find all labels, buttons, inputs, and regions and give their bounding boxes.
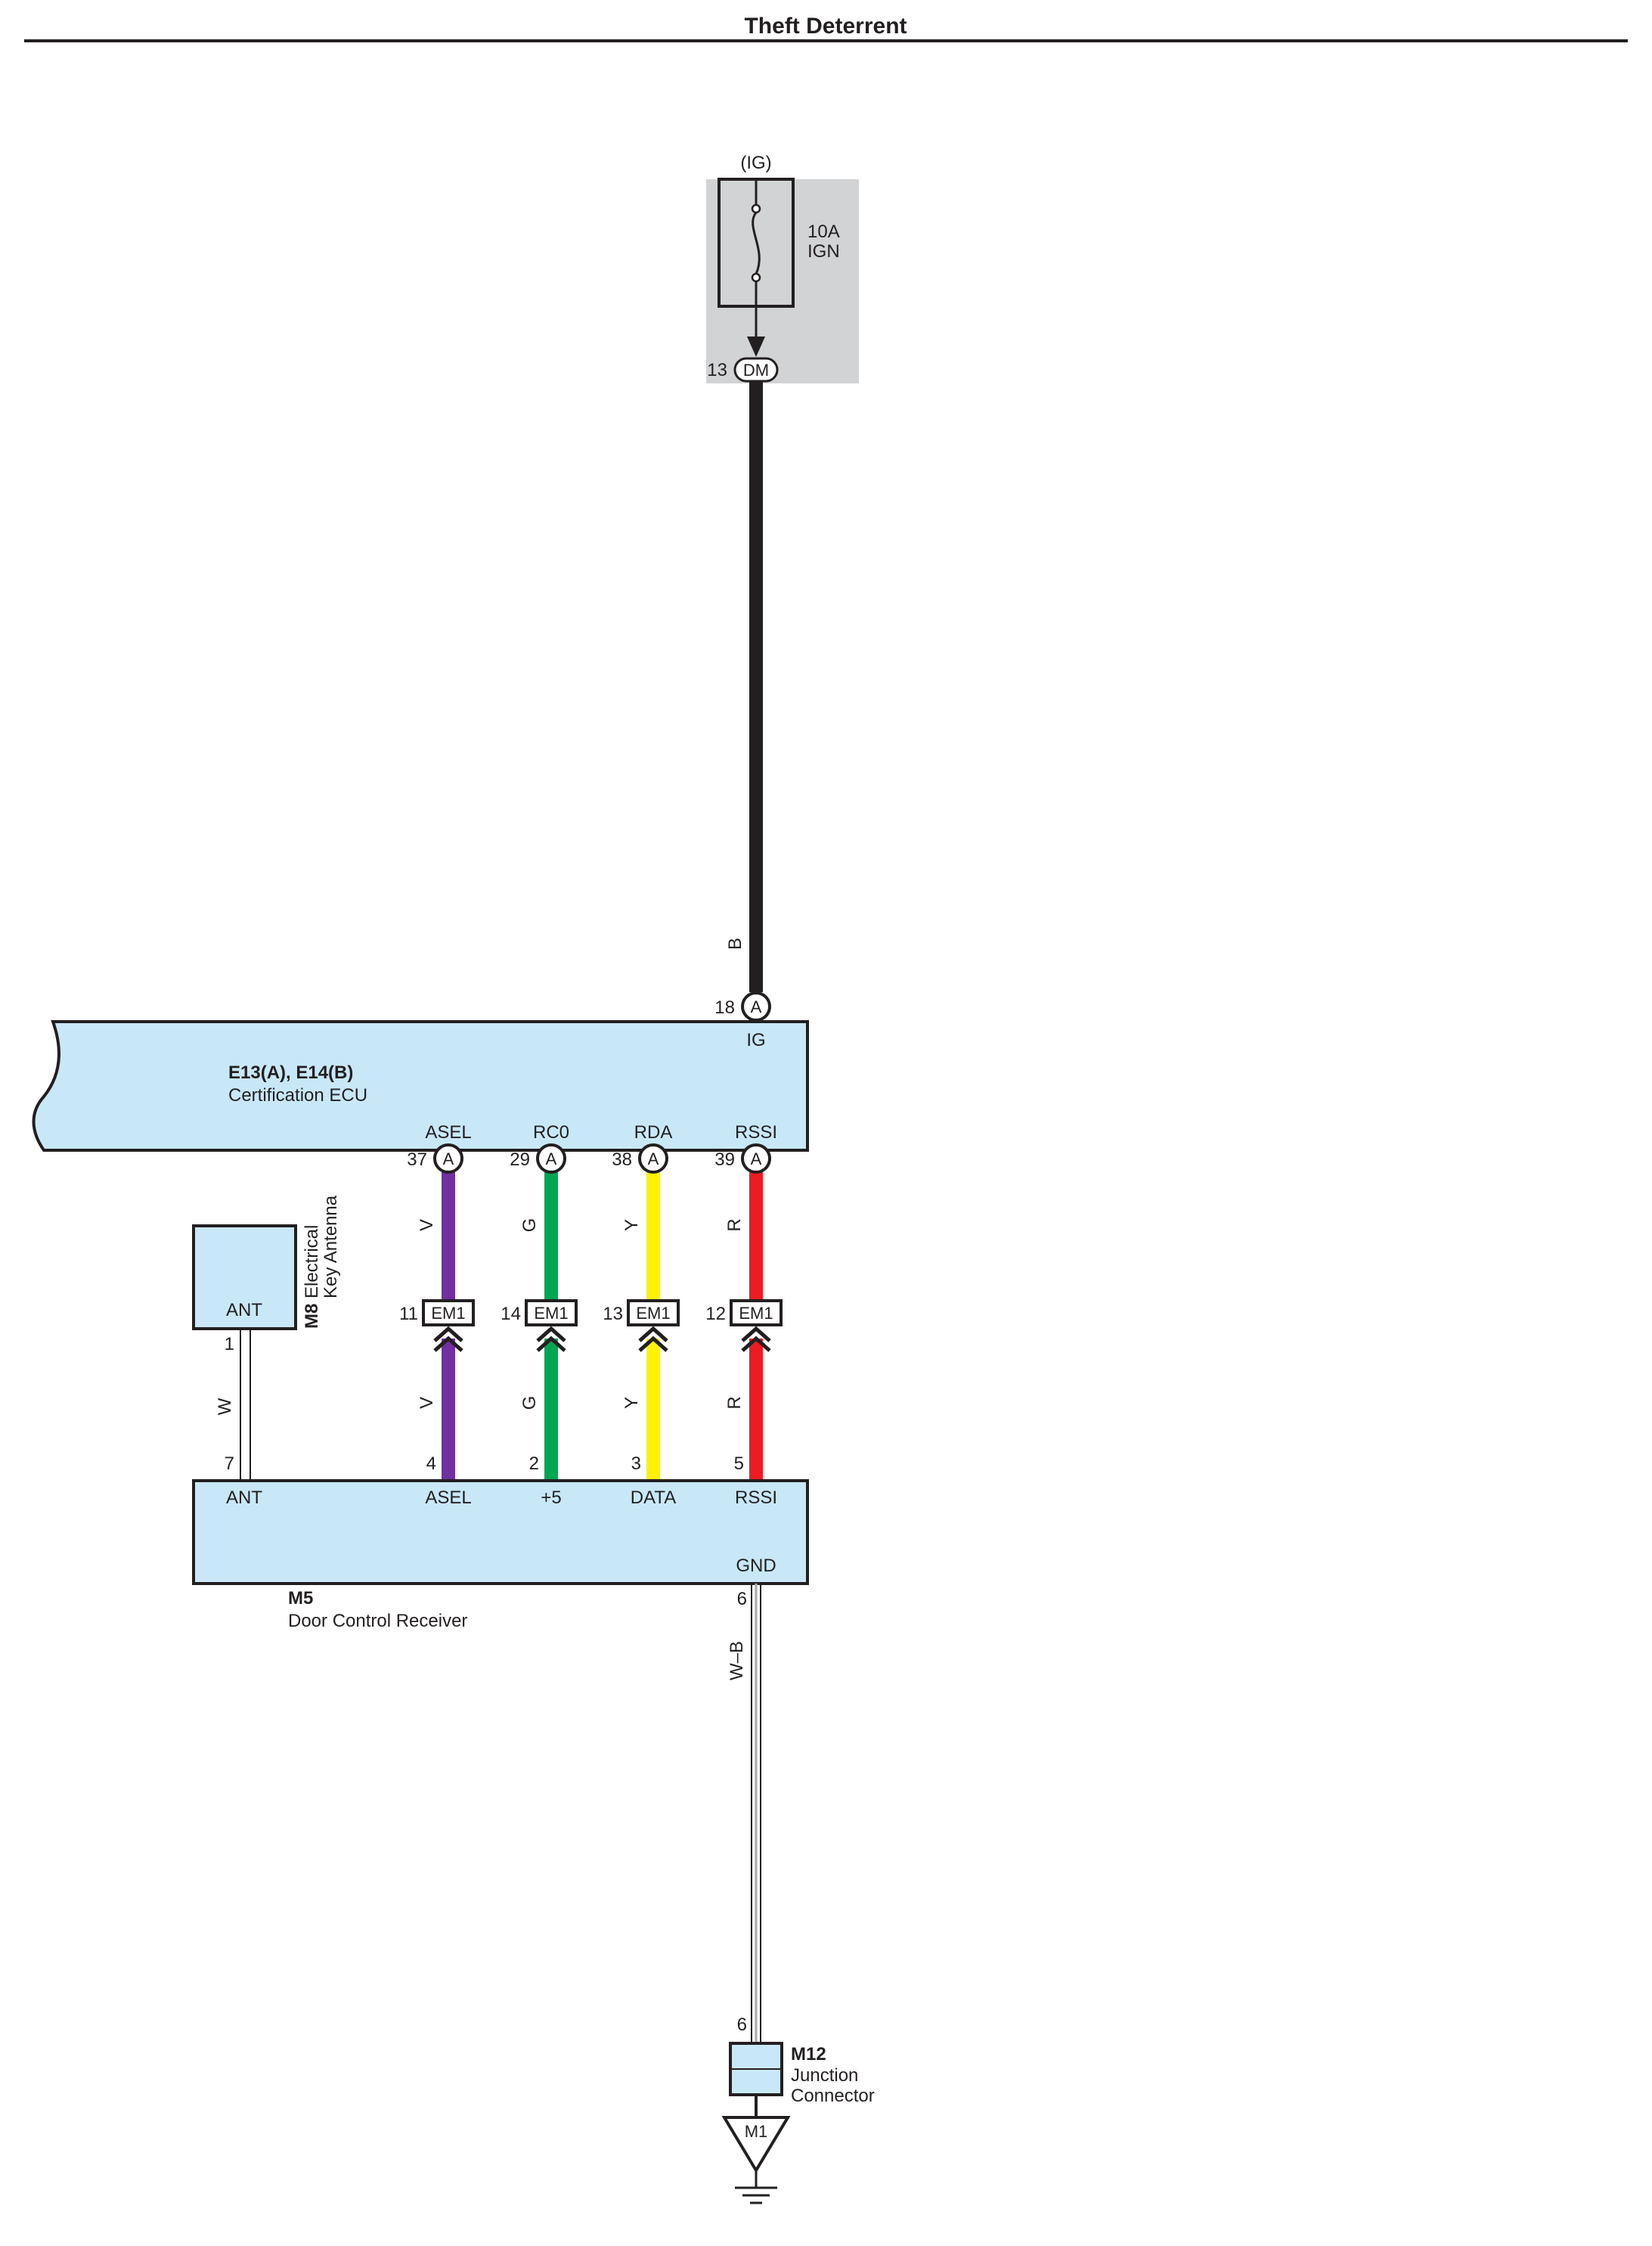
antenna-name-line2: Key Antenna: [321, 1195, 341, 1298]
dm-connector-id: DM: [743, 361, 769, 380]
double-chevron-icon: [741, 1326, 771, 1352]
signal-wire-violet: A 37V V EM1 11 4: [399, 1143, 475, 1481]
receiver-terminal-plus5: +5: [541, 1488, 561, 1508]
ground-triangle-icon: [721, 2116, 791, 2173]
wire-color-code-upper: Y: [621, 1219, 642, 1231]
receiver-pin: 5: [734, 1453, 744, 1474]
gnd-wire-color: W–B: [727, 1641, 747, 1680]
door-control-receiver: ANT ASEL +5 DATA RSSI GND M5 Door Contro…: [192, 1479, 809, 1631]
wire-color-code-lower: R: [724, 1396, 745, 1409]
double-chevron-icon: [536, 1326, 566, 1352]
receiver-pin: 3: [631, 1453, 641, 1474]
fuse-block: (IG) 10A IGN DM 13: [706, 153, 859, 383]
connector-arrow-icon: [747, 337, 765, 357]
receiver-code: M5: [288, 1588, 313, 1608]
antenna-terminal: ANT: [226, 1300, 262, 1320]
em1-connector: [525, 1299, 578, 1326]
junction-connector: M12 Junction Connector: [729, 2042, 875, 2117]
wire-color-code-upper: R: [724, 1218, 745, 1231]
double-chevron-icon: [433, 1326, 463, 1352]
ecu-name: Certification ECU: [228, 1085, 367, 1106]
receiver-body: [192, 1479, 809, 1585]
ecu-connector-id: A: [443, 1149, 454, 1168]
ecu-connector: [536, 1143, 566, 1174]
ecu-terminal-rssi: RSSI: [735, 1122, 777, 1143]
page-title: Theft Deterrent: [744, 14, 907, 39]
ig-connector-id: A: [751, 997, 762, 1016]
ecu-pin: 37: [407, 1149, 427, 1170]
ecu-terminal-asel: ASEL: [425, 1122, 471, 1143]
wire-color-code-lower: G: [519, 1396, 540, 1410]
antenna-body: [192, 1224, 297, 1330]
fuse-rating: 10A: [807, 222, 840, 242]
ecu-connector-id: A: [648, 1149, 659, 1168]
fuse-name: IGN: [807, 241, 840, 262]
em1-pin: 14: [501, 1304, 521, 1324]
wire-color-code-upper: G: [519, 1218, 540, 1233]
gnd-pin-top: 6: [737, 1589, 747, 1609]
junction-name-line1: Junction: [791, 2065, 858, 2086]
ecu-pin: 39: [714, 1149, 735, 1170]
antenna-pin-top: 1: [225, 1334, 234, 1354]
ecu-ig-terminal: IG: [746, 1030, 765, 1050]
antenna-code: M8: [302, 1304, 322, 1329]
em1-connector-id: EM1: [534, 1304, 568, 1323]
signal-wire-red: A 39R R EM1 12 5: [705, 1143, 783, 1481]
em1-connector-id: EM1: [431, 1304, 465, 1323]
em1-connector-id: EM1: [739, 1304, 773, 1323]
junction-pin: 6: [737, 2015, 747, 2035]
junction-code: M12: [791, 2044, 826, 2065]
ecu-terminal-rc0: RC0: [533, 1122, 569, 1143]
junction-name-line2: Connector: [791, 2086, 875, 2106]
signal-wire-green: A 29G G EM1 14 2: [501, 1143, 578, 1481]
receiver-terminal-ant: ANT: [226, 1488, 262, 1508]
ground-wire: 6 W–B 6: [727, 1584, 761, 2043]
em1-pin: 12: [705, 1304, 726, 1324]
dm-connector-pin: 13: [707, 360, 727, 380]
ecu-connector: [433, 1143, 463, 1174]
antenna-pin-bottom: 7: [225, 1453, 234, 1474]
em1-pin: 13: [603, 1304, 623, 1324]
em1-connector-id: EM1: [636, 1304, 670, 1323]
ig-wire-color: B: [725, 938, 745, 950]
em1-connector: [627, 1299, 680, 1326]
double-chevron-icon: [638, 1326, 668, 1352]
em1-connector: [730, 1299, 783, 1326]
ecu-body: [32, 1020, 809, 1152]
electrical-key-antenna: ANT M8 Electrical Key Antenna 1 7 W: [192, 1195, 341, 1481]
receiver-terminal-asel: ASEL: [425, 1488, 471, 1508]
fuse-element-icon: [752, 212, 761, 275]
ecu-code: E13(A), E14(B): [228, 1063, 353, 1083]
ecu-pin: 38: [612, 1149, 632, 1170]
certification-ecu: IG E13(A), E14(B) Certification ECU ASEL…: [32, 1020, 809, 1152]
wire-color-code-lower: V: [417, 1397, 437, 1409]
receiver-pin: 4: [426, 1453, 436, 1474]
receiver-terminal-rssi: RSSI: [735, 1488, 777, 1508]
fuse-box-shading: [706, 179, 859, 383]
receiver-pin: 2: [529, 1453, 539, 1474]
antenna-name-line1: Electrical: [302, 1225, 322, 1298]
ground-point: M1: [721, 2116, 791, 2204]
antenna-wire-color: W: [215, 1398, 235, 1415]
ecu-connector-id: A: [546, 1149, 557, 1168]
receiver-name: Door Control Receiver: [288, 1611, 467, 1631]
signal-wire-yellow: A 38Y Y EM1 13 3: [603, 1143, 680, 1481]
wire-color-code-lower: Y: [621, 1397, 642, 1409]
receiver-terminal-data: DATA: [631, 1488, 676, 1508]
em1-connector: [422, 1299, 475, 1326]
ground-id: M1: [745, 2122, 768, 2141]
wire-color-code-upper: V: [417, 1219, 437, 1231]
receiver-terminal-gnd: GND: [736, 1556, 776, 1576]
ig-pin: 18: [714, 997, 735, 1018]
ecu-terminal-rda: RDA: [634, 1122, 673, 1143]
fuse-source-label: (IG): [740, 153, 771, 173]
em1-pin: 11: [399, 1304, 418, 1324]
ecu-connector: [741, 1143, 771, 1174]
signal-wires: A 37V V EM1 11 4 A 29G G EM1 14 2 A 38Y Y EM1 13 3 A 39R R EM…: [399, 1143, 783, 1481]
ecu-connector: [638, 1143, 668, 1174]
ecu-pin: 29: [510, 1149, 530, 1170]
ecu-connector-id: A: [751, 1149, 762, 1168]
